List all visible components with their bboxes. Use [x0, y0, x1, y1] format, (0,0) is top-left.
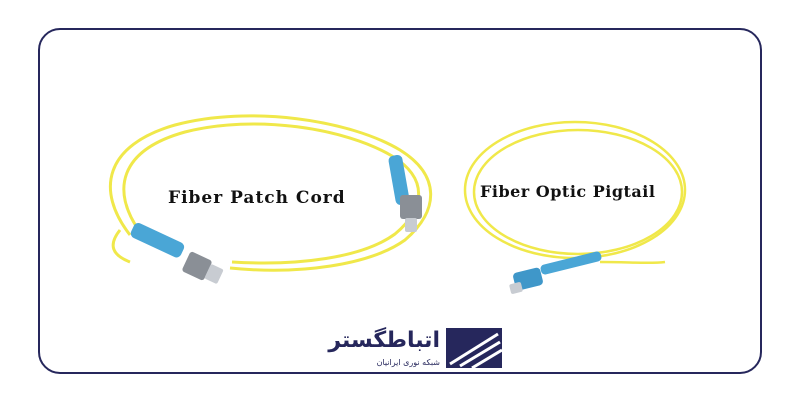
patch-cord-connector-bottom	[130, 222, 224, 284]
patch-cord-cable	[108, 114, 433, 272]
patch-cord-label: Fiber Patch Cord	[168, 188, 346, 208]
logo-mark-icon	[446, 328, 502, 368]
logo-tagline: شبکه نوری ایرانیان	[376, 358, 440, 367]
pigtail-connector	[509, 251, 602, 294]
logo-name: اتباطگستر	[328, 328, 440, 353]
patch-cord-connector-top	[388, 154, 422, 232]
company-logo: اتباطگستر شبکه نوری ایرانیان	[302, 326, 502, 372]
pigtail-label: Fiber Optic Pigtail	[480, 182, 656, 201]
